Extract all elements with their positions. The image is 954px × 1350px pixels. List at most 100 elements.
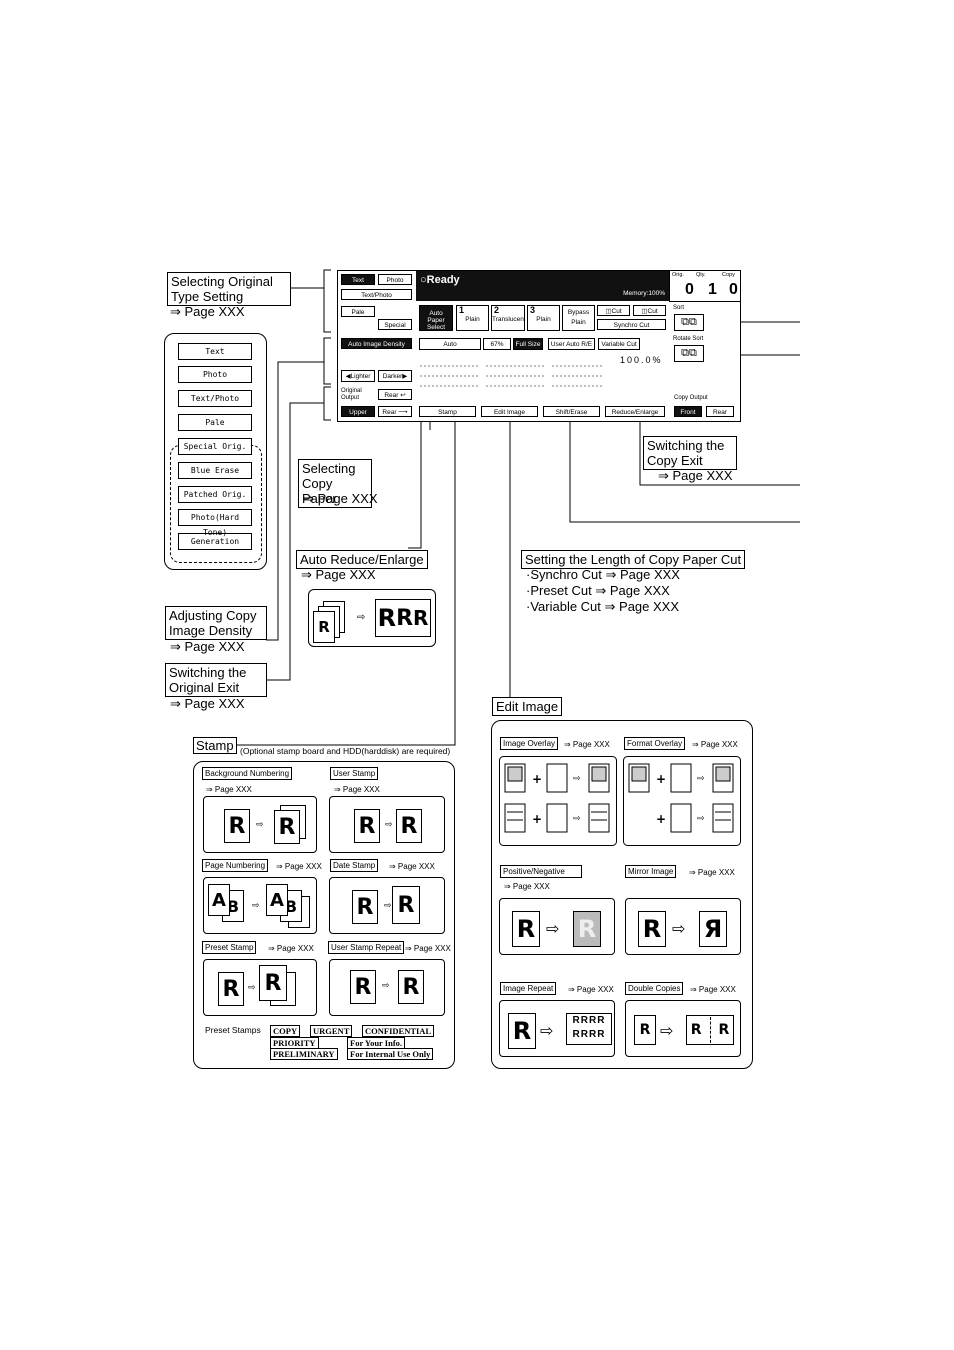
stamp-preset-ref: ⇒ Page XXX — [268, 944, 314, 953]
stamp-page-numbering-label: Page Numbering — [202, 859, 269, 872]
tray-3-number: 3 — [530, 305, 536, 315]
sb-front: R — [274, 810, 300, 844]
text-photo-type-button[interactable]: Text/Photo — [341, 289, 412, 300]
copy-front-button[interactable]: Front — [674, 406, 702, 417]
cut-2-button[interactable]: ◫Cut — [633, 305, 666, 316]
mi-r1: R — [642, 915, 662, 943]
counter-area: Orig. Qty. Copy 0 1 0 — [669, 271, 740, 302]
auto-reduce-enlarge-button[interactable]: Auto Reduce/Enlarge — [419, 338, 481, 350]
auto-image-density-button[interactable]: Auto Image Density — [341, 338, 412, 349]
cut-1-button[interactable]: ◫Cut — [597, 305, 630, 316]
tab-reduce-enlarge[interactable]: Reduce/Enlarge — [605, 406, 665, 417]
tab-shift-erase[interactable]: Shift/Erase — [543, 406, 600, 417]
tray-1-button[interactable]: 1 Plain — [456, 305, 489, 331]
dc-orig: R — [634, 1015, 656, 1045]
tab-edit-image[interactable]: Edit Image — [481, 406, 538, 417]
photo-type-button[interactable]: Photo — [378, 274, 412, 285]
auto-re-callout: Auto Reduce/Enlarge — [296, 550, 428, 569]
tray-2-number: 2 — [494, 305, 500, 315]
pnn-r1: R — [516, 915, 536, 943]
ratio-readout: 100.0% — [620, 355, 663, 365]
sd-orig: R — [352, 890, 378, 924]
copy-exit-ref: ⇒ Page XXX — [658, 468, 733, 483]
copy-rear-button[interactable]: Rear — [706, 406, 734, 417]
format-overlay-illus: + + ⇨ ⇨ — [623, 756, 741, 846]
density-ref: ⇒ Page XXX — [170, 639, 245, 654]
ar-r-large-3: R — [413, 606, 429, 630]
original-rear-arrow-button[interactable]: Rear ⟶ — [378, 406, 412, 417]
stamp-note: (Optional stamp board and HDD(harddisk) … — [240, 746, 451, 756]
svg-text:+: + — [656, 772, 666, 786]
original-output-label: Original Output — [341, 388, 362, 401]
cut-1-label: Cut — [611, 308, 622, 315]
type-list-pale: Pale — [178, 414, 252, 431]
copy-exit-callout: Switching the Copy Exit — [643, 436, 737, 470]
pn-a1: A — [212, 889, 226, 911]
stamp-preset-illus: R ⇨ R — [203, 959, 317, 1016]
auto-paper-select-button[interactable]: Auto Paper Select — [419, 305, 453, 331]
preset-preliminary: PRELIMINARY — [270, 1048, 338, 1060]
original-rear-button[interactable]: Rear ↩ — [378, 389, 412, 400]
type-list-photo-hard-tone: Photo(Hard Tone) — [178, 509, 252, 537]
image-repeat-label: Image Repeat — [500, 982, 557, 995]
copy-counter-value: 0 — [729, 281, 738, 298]
orig-exit-callout: Switching the Original Exit — [165, 663, 267, 697]
tray-3-button[interactable]: 3 Plain — [527, 305, 560, 331]
original-upper-button[interactable]: Upper — [341, 406, 375, 417]
pos-neg-illus: R ⇨ R — [499, 898, 615, 955]
copy-paper-ref: ⇒ Page XXX — [303, 491, 378, 506]
orig-counter-label: Orig. — [672, 272, 684, 278]
full-size-button[interactable]: Full Size — [513, 338, 543, 350]
lighter-button[interactable]: ◀Lighter — [341, 370, 375, 382]
display-dashes — [420, 365, 604, 387]
stamp-bg-illus: R ⇨ R — [203, 796, 317, 853]
special-orig-button[interactable]: Special Orig. — [378, 319, 412, 330]
orig-counter-value: 0 — [685, 281, 694, 298]
sp-front: R — [259, 965, 287, 1001]
ar-r-small: R — [318, 618, 330, 636]
copy-paper-callout: Selecting Copy Paper — [298, 459, 372, 508]
svg-text:⇨: ⇨ — [697, 814, 705, 824]
sb-arrow: ⇨ — [256, 819, 264, 829]
stamp-user-illus: R ⇨ R — [329, 796, 445, 853]
tray-2-button[interactable]: 2 Translucent — [491, 305, 525, 331]
stamp-date-illus: R ⇨ R — [329, 877, 445, 934]
bypass-button[interactable]: Bypass Plain — [562, 305, 595, 331]
stamp-user-repeat-ref: ⇒ Page XXX — [405, 944, 451, 953]
rotate-sort-button[interactable]: ⧉⧉ — [674, 345, 704, 362]
mirror-ref: ⇒ Page XXX — [689, 868, 735, 877]
orig-type-ref: ⇒ Page XXX — [170, 304, 245, 319]
auto-re-ref: ⇒ Page XXX — [301, 567, 376, 582]
darker-button[interactable]: Darker▶ — [378, 370, 412, 382]
pale-type-button[interactable]: Pale — [341, 306, 375, 317]
tray-2-paper: Translucent — [492, 315, 525, 323]
variable-cut-button[interactable]: Variable Cut — [598, 338, 640, 350]
synchro-cut-button[interactable]: Synchro Cut — [597, 319, 666, 330]
pos-neg-label: Positive/Negative — [500, 865, 582, 878]
qty-counter-label: Qty. — [696, 272, 706, 278]
image-overlay-ref: ⇒ Page XXX — [564, 740, 610, 749]
type-list-blue-erase: Blue Erase — [178, 462, 252, 479]
orig-exit-ref: ⇒ Page XXX — [170, 696, 245, 711]
sp-r1: R — [222, 976, 240, 1002]
svg-text:+: + — [532, 812, 542, 826]
ir-orig: R — [508, 1013, 536, 1049]
sort-button[interactable]: ⧉⧉ — [674, 314, 704, 331]
density-callout: Adjusting Copy Image Density — [165, 606, 267, 640]
user-auto-re-button[interactable]: User Auto R/E — [548, 338, 595, 350]
pn-arrow: ⇨ — [252, 900, 260, 910]
dc-arrow: ⇨ — [660, 1023, 674, 1040]
su-r1: R — [358, 813, 376, 839]
pnn-r2: R — [577, 915, 597, 943]
pn-a2: A — [270, 889, 284, 911]
sd-arrow: ⇨ — [384, 900, 392, 910]
tab-stamp[interactable]: Stamp — [419, 406, 476, 417]
pnn-arrow: ⇨ — [546, 921, 560, 938]
text-type-button[interactable]: Text — [341, 274, 375, 285]
ratio-preset-button[interactable]: 67% — [483, 338, 511, 350]
preset-confidential: CONFIDENTIAL — [362, 1025, 435, 1037]
